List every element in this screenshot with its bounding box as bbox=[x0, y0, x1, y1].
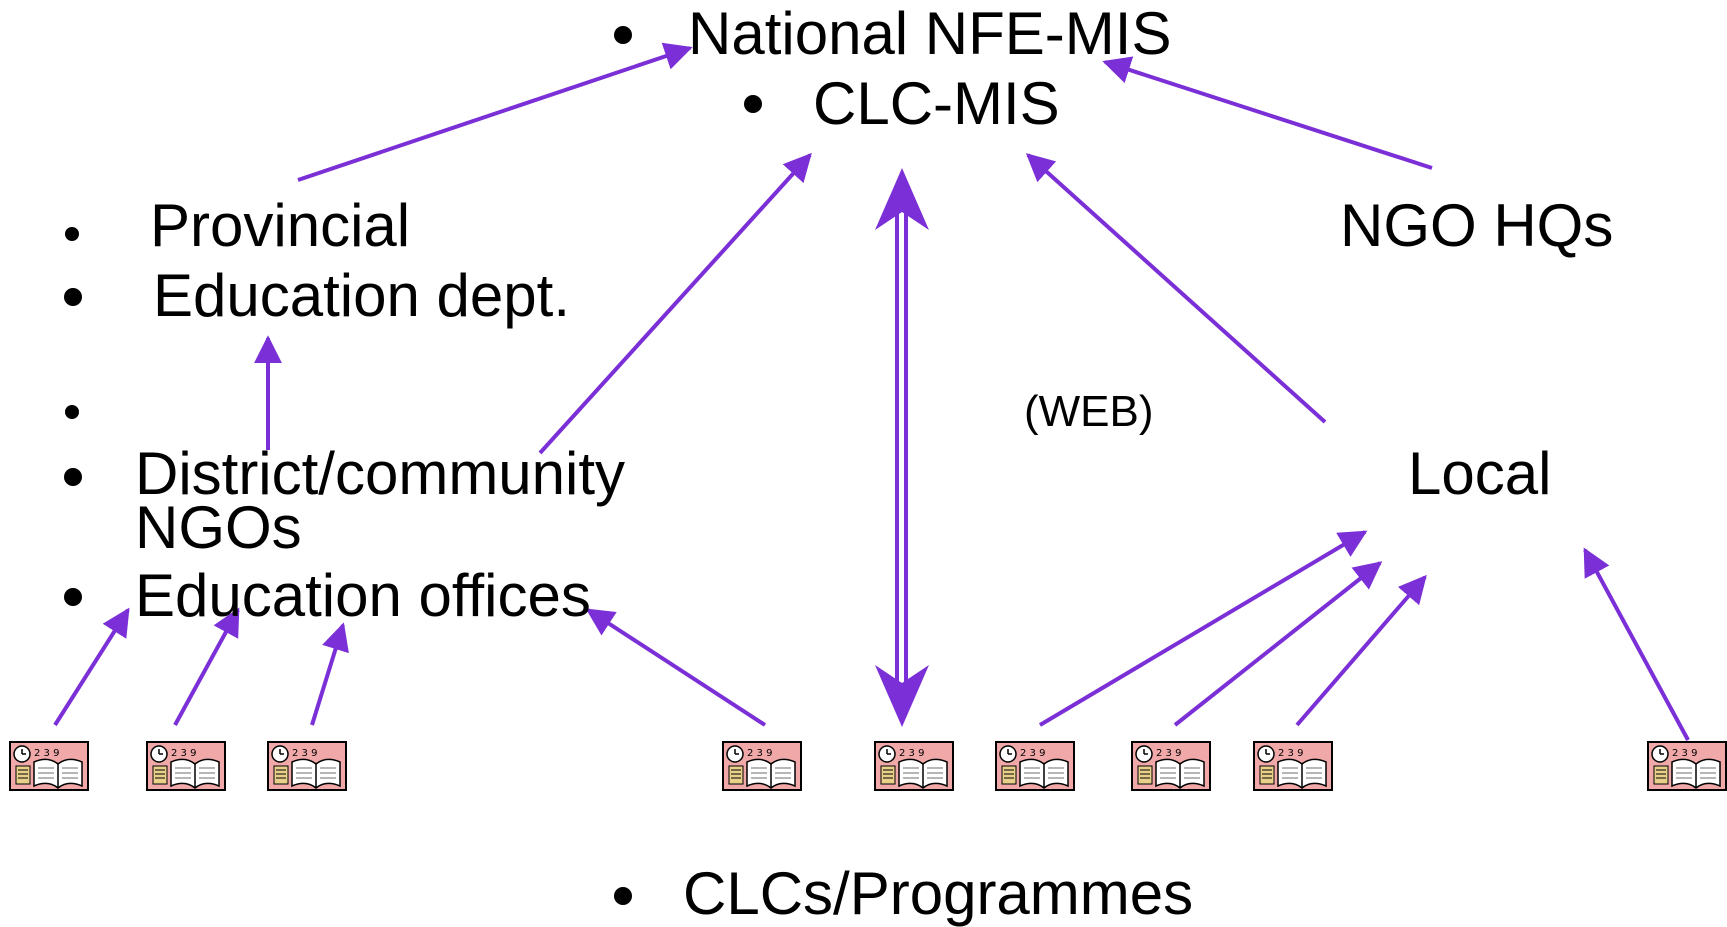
bullet bbox=[64, 588, 82, 606]
district-community-label: District/community bbox=[135, 440, 626, 507]
calendar-book-icon bbox=[995, 741, 1075, 791]
arrow-clc3-to-offices bbox=[310, 622, 349, 726]
clc-mis-label: CLC-MIS bbox=[813, 70, 1060, 137]
bullet bbox=[65, 405, 79, 419]
calendar-book-icon bbox=[722, 741, 802, 791]
local-label: Local bbox=[1408, 440, 1552, 507]
arrow-clc4-to-offices bbox=[585, 608, 767, 727]
bullet bbox=[64, 468, 82, 486]
bullet bbox=[614, 26, 632, 44]
calendar-book-icon bbox=[146, 741, 226, 791]
calendar-book-icon bbox=[1253, 741, 1333, 791]
calendar-book-icon bbox=[1131, 741, 1211, 791]
calendar-book-icon bbox=[1647, 741, 1727, 791]
ngos-label: NGOs bbox=[135, 494, 302, 561]
web-arrowhead-top bbox=[875, 168, 929, 230]
calendar-book-icon bbox=[9, 741, 89, 791]
arrow-clc1-to-offices bbox=[53, 607, 130, 727]
ngo-hqs-label: NGO HQs bbox=[1340, 192, 1614, 259]
education-dept-label: Education dept. bbox=[153, 262, 570, 329]
provincial-label: Provincial bbox=[150, 192, 411, 259]
arrow-ngohq-to-national bbox=[1102, 56, 1433, 170]
bullet bbox=[614, 887, 632, 905]
bullet bbox=[64, 288, 82, 306]
bullet bbox=[744, 95, 762, 113]
arrow-clc8-to-local bbox=[1295, 574, 1427, 727]
arrow-provincial-to-national bbox=[297, 42, 693, 182]
arrow-clc9-to-local bbox=[1583, 547, 1690, 741]
bullet bbox=[65, 227, 79, 241]
web-double-arrow bbox=[895, 200, 908, 700]
arrow-local-to-clcmis bbox=[1025, 153, 1327, 424]
calendar-book-icon bbox=[267, 741, 347, 791]
arrow-clc2-to-offices bbox=[173, 607, 240, 726]
web-arrowhead-bottom bbox=[875, 665, 929, 727]
arrow-district-to-clcmis bbox=[538, 152, 812, 455]
web-label: (WEB) bbox=[1024, 387, 1154, 436]
calendar-book-icon bbox=[874, 741, 954, 791]
national-nfe-mis-label: National NFE-MIS bbox=[688, 0, 1172, 67]
clcs-programmes-label: CLCs/Programmes bbox=[683, 860, 1194, 927]
arrow-clc7-to-local bbox=[1173, 561, 1383, 727]
education-offices-label: Education offices bbox=[135, 562, 591, 629]
arrow-clc6-to-local bbox=[1038, 530, 1368, 727]
